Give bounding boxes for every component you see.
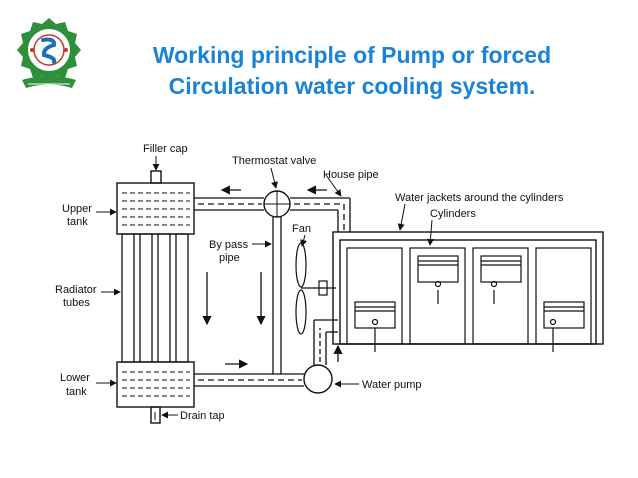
thermostat-valve (263, 190, 291, 218)
label-water-pump: Water pump (362, 379, 422, 391)
label-radiator-line-2: tubes (63, 297, 90, 309)
label-lower-tank-line-1: Lower (60, 372, 90, 384)
filler-cap (150, 170, 162, 184)
label-upper-tank-line-2: tank (67, 216, 88, 228)
slide-title-line-2: Circulation water cooling system. (168, 73, 536, 99)
label-house-pipe: House pipe (323, 169, 379, 181)
label-water-jackets: Water jackets around the cylinders (395, 192, 564, 204)
label-drain-tap: Drain tap (180, 410, 225, 422)
upper-tank (116, 182, 195, 235)
label-fan: Fan (292, 223, 311, 235)
engine-block (332, 231, 604, 345)
label-by-pass-line-1: By pass (209, 239, 249, 251)
label-upper-tank-line-1: Upper (62, 203, 92, 215)
institution-seal-icon (17, 18, 81, 88)
label-lower-tank-line-2: tank (66, 386, 87, 398)
house-pipe (290, 197, 351, 232)
label-filler-cap: Filler cap (143, 143, 188, 155)
diagram-labels: Filler cap Thermostat valve House pipe W… (55, 143, 564, 422)
pump-outlet-pipe (313, 319, 338, 365)
water-pump (303, 364, 333, 394)
lower-tank (116, 361, 195, 408)
flow-arrows (202, 185, 343, 369)
label-cylinders: Cylinders (430, 208, 476, 220)
label-radiator-line-1: Radiator (55, 284, 97, 296)
label-by-pass-line-2: pipe (219, 252, 240, 264)
slide-title-line-1: Working principle of Pump or forced (152, 42, 552, 68)
top-hose (194, 197, 264, 211)
by-pass-pipe (272, 217, 282, 374)
slide-title: Working principle of Pump or forced Circ… (92, 40, 612, 102)
cylinders (346, 247, 592, 352)
label-thermostat-valve: Thermostat valve (232, 155, 316, 167)
drain-tap (150, 406, 161, 424)
bottom-hose (194, 373, 304, 387)
leader-lines (96, 156, 434, 419)
radiator-tubes (121, 233, 189, 363)
